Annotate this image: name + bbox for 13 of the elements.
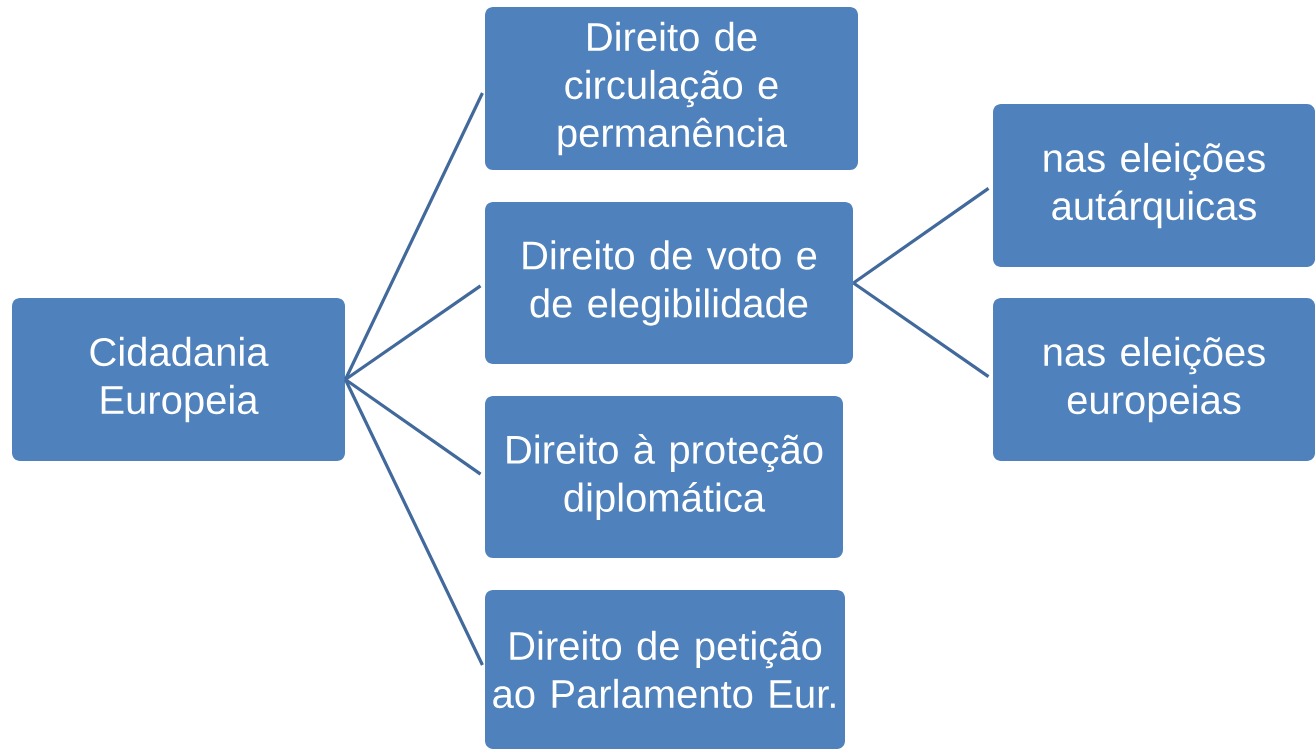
connector-line [343,92,484,381]
connector-line [344,378,482,476]
process-box: Cidadania Europeia [12,298,345,461]
process-box: Direito de circulação e permanência [485,7,858,170]
process-box: nas eleições europeias [993,298,1315,461]
connector-line [852,187,990,285]
process-box: Direito de voto e de elegibilidade [485,202,853,364]
connector-line [343,378,484,666]
process-box: Direito à proteção diplomática [485,396,843,558]
process-box: nas eleições autárquicas [993,104,1315,267]
connector-line [344,284,482,381]
process-box: Direito de petição ao Parlamento Eur. [485,590,845,749]
connector-line [852,281,990,378]
